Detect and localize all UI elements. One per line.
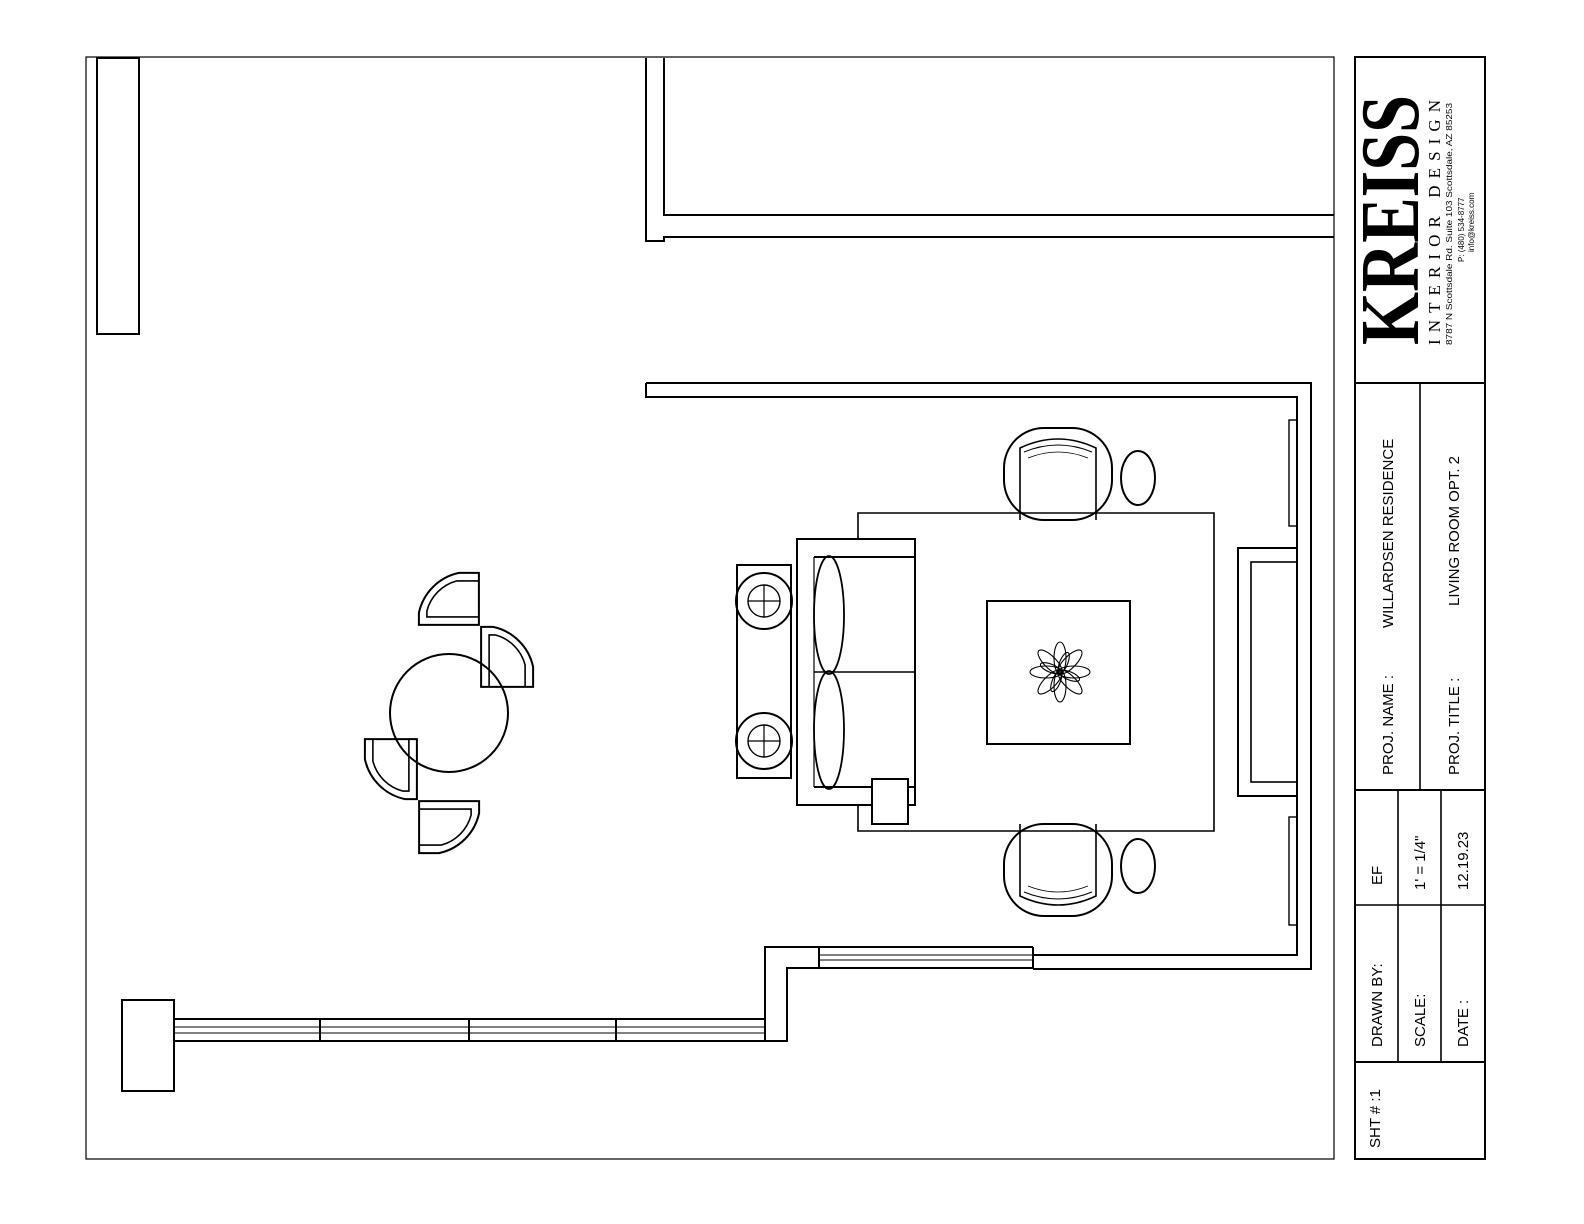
project-name-label: PROJ. NAME : — [1380, 675, 1397, 775]
console-table — [735, 564, 793, 779]
sofa — [796, 538, 916, 806]
area-rug — [857, 512, 1215, 832]
sheet-number: SHT # :1 — [1367, 1089, 1384, 1148]
drawn-by-value: EF — [1369, 866, 1386, 885]
armchair-top — [1003, 427, 1113, 521]
firm-phone: P: (480) 534-8777 — [1457, 197, 1466, 262]
dining-table — [389, 653, 509, 773]
scale-label: SCALE: — [1412, 994, 1429, 1047]
fireplace — [1237, 547, 1298, 797]
drawn-by-label: DRAWN BY: — [1369, 963, 1386, 1047]
firm-email: info@kreiss.com — [1467, 192, 1476, 252]
table-lamp-top-icon — [735, 572, 793, 630]
firm-address: 8787 N Scottsdale Rd. Suite 103 Scottsda… — [1445, 102, 1454, 345]
side-table-bottom — [1120, 838, 1156, 894]
date-label: DATE : — [1455, 1000, 1472, 1047]
scale-value: 1' = 1/4" — [1412, 836, 1429, 890]
drawing-area-border — [85, 56, 1335, 1160]
plant-icon — [1029, 641, 1091, 703]
armchair-bottom — [1003, 823, 1113, 917]
project-title-label: PROJ. TITLE : — [1446, 678, 1463, 775]
walls — [96, 57, 1334, 1092]
coffee-table — [986, 600, 1131, 745]
dining-chair-top-left — [363, 738, 418, 801]
date-value: 12.19.23 — [1455, 832, 1472, 890]
windows-right-wall — [1288, 419, 1298, 926]
side-table-top — [1120, 450, 1156, 506]
end-table — [871, 778, 909, 825]
project-title: LIVING ROOM OPT. 2 — [1446, 456, 1463, 606]
dining-chair-bottom-left — [418, 800, 481, 855]
dining-chair-top-right — [417, 571, 480, 626]
firm-logo: KREISS — [1344, 95, 1437, 345]
title-block — [1354, 56, 1486, 1160]
firm-name: KREISS — [1344, 95, 1437, 345]
table-lamp-bottom-icon — [735, 712, 793, 770]
dining-chair-bottom-right — [480, 625, 535, 688]
project-name: WILLARDSEN RESIDENCE — [1380, 439, 1397, 628]
